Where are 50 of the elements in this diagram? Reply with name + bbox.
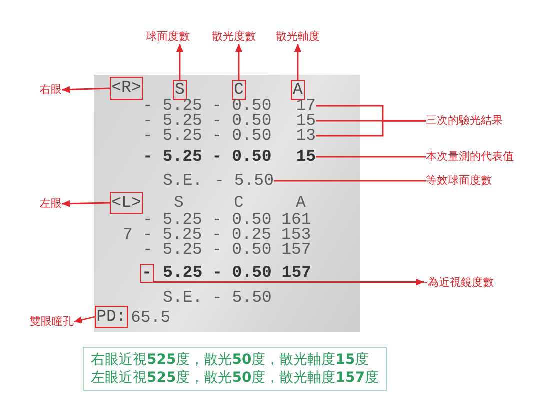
annotation-label: 散光軸度: [276, 30, 320, 44]
printed-text: C: [234, 194, 244, 212]
highlight-box: PD:: [95, 306, 128, 328]
summary-text: 左眼近視525度，散光50度，散光軸度157度: [91, 369, 379, 387]
highlight-box: A: [291, 80, 305, 100]
printed-value: 13: [295, 128, 316, 144]
leader-line: [274, 180, 426, 182]
annotation-label: 本次量測的代表值: [426, 150, 514, 164]
printed-text: - 5.25 - 0.50 157: [143, 242, 312, 258]
leader-line: [316, 156, 426, 158]
receipt-printout: [94, 75, 360, 332]
leader-line: [154, 278, 424, 286]
leader-line: [74, 316, 96, 324]
leader-line: [176, 44, 184, 80]
printed-text: 5.25 - 0.50 157: [163, 264, 312, 282]
printed-text: 7 - 5.25 - 0.25 153: [123, 226, 312, 244]
leader-line: [62, 200, 110, 208]
printed-text: 65.5: [131, 310, 171, 326]
printed-text: S.E.: [163, 172, 203, 190]
leader-line: [62, 86, 110, 94]
annotation-label: 等效球面度數: [426, 174, 492, 188]
printed-value: 15: [295, 113, 316, 129]
annotation-label: 左眼: [40, 197, 62, 211]
printed-value: 15: [295, 149, 316, 165]
printed-value: 17: [295, 98, 316, 114]
printed-text: - 5.25 - 0.50: [143, 112, 272, 130]
highlight-box: <L>: [110, 192, 143, 214]
summary-box: [83, 347, 387, 391]
leader-line: [294, 44, 302, 80]
printed-text: - 5.25 - 0.50: [143, 98, 272, 114]
leader-line: [316, 120, 426, 137]
summary-text: 右眼近視525度，散光50度，散光軸度15度: [91, 351, 370, 369]
annotation-label: -為近視鏡度數: [424, 276, 494, 290]
highlight-box: C: [232, 80, 246, 100]
leader-line: [236, 44, 242, 80]
annotation-label: 雙眼瞳孔: [30, 315, 74, 329]
highlight-box: -: [140, 264, 154, 283]
highlight-box: <R>: [110, 77, 143, 100]
printed-value: - 5.50: [213, 173, 274, 189]
annotation-label: 球面度數: [146, 30, 190, 44]
printed-text: S.E. - 5.50: [163, 290, 272, 306]
printed-text: - 5.25 - 0.50: [143, 148, 272, 166]
printed-text: - 5.25 - 0.50 161: [143, 212, 312, 228]
annotation-label: 散光度數: [212, 30, 256, 44]
printed-text: A: [296, 194, 306, 212]
printed-text: - 5.25 - 0.50: [143, 128, 272, 144]
annotation-label: 右眼: [40, 83, 62, 97]
highlight-box: S: [173, 80, 187, 100]
annotation-label: 三次的驗光結果: [426, 114, 503, 128]
printed-text: S: [174, 194, 184, 212]
